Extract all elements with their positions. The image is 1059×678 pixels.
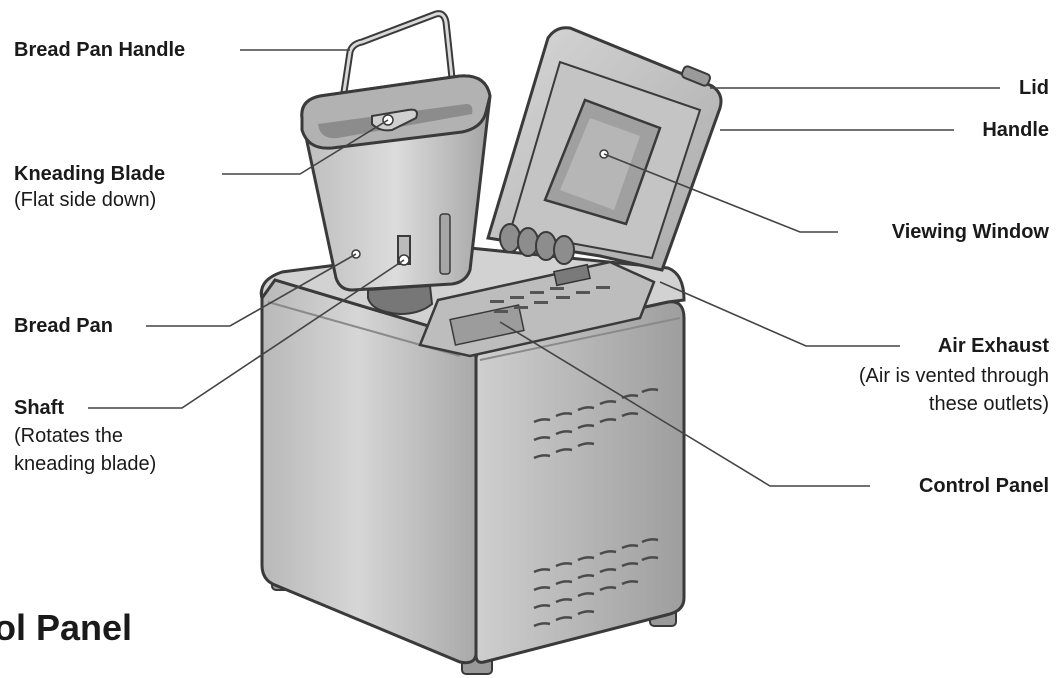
label-bread-pan: Bread Pan: [14, 315, 113, 337]
label-shaft-note-1: (Rotates the: [14, 425, 123, 447]
label-air-exhaust-note-1: (Air is vented through: [858, 365, 1049, 387]
label-control-panel: Control Panel: [918, 475, 1049, 497]
label-bread-pan-handle: Bread Pan Handle: [14, 39, 186, 61]
lid-graphic: [486, 26, 723, 272]
label-shaft-note-2: kneading blade): [14, 453, 157, 475]
air-vents: [533, 388, 659, 628]
leader-lines: [88, 49, 1000, 487]
leader-control-panel: [499, 321, 870, 487]
label-handle: Handle: [982, 119, 1049, 141]
bread-pan-graphic: [300, 10, 609, 316]
label-air-exhaust: Air Exhaust: [937, 335, 1049, 357]
label-shaft: Shaft: [14, 397, 64, 419]
leader-shaft: [88, 259, 405, 409]
leader-kneading-blade: [222, 119, 389, 175]
label-lid: Lid: [1019, 77, 1049, 99]
leader-air-exhaust: [659, 281, 900, 347]
label-viewing-window: Viewing Window: [891, 221, 1049, 243]
section-heading: ol Panel: [0, 607, 133, 648]
leader-bread-pan: [146, 253, 357, 327]
label-kneading-blade-note: (Flat side down): [14, 189, 157, 211]
leader-viewing-window: [603, 153, 838, 233]
label-air-exhaust-note-2: these outlets): [928, 393, 1049, 415]
label-kneading-blade: Kneading Blade: [14, 163, 166, 185]
control-panel-graphic: [418, 260, 656, 358]
